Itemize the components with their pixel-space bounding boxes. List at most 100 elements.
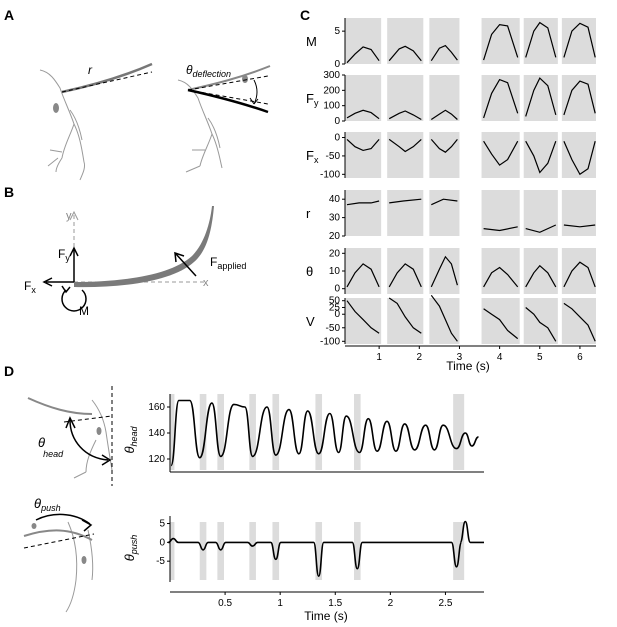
contact-shade bbox=[217, 522, 224, 580]
x-tick-label: 4 bbox=[497, 352, 503, 363]
panel-c-row-0: 05M bbox=[306, 18, 596, 70]
panel-c-chart: 05M0100200300Fy-100-500Fx203040r01020θ-1… bbox=[306, 18, 596, 373]
y-tick-label: 20 bbox=[329, 248, 341, 259]
contact-shade bbox=[453, 394, 465, 470]
panel-letter-b: B bbox=[4, 184, 14, 200]
y-tick-label: -50 bbox=[326, 323, 341, 334]
moment-arrow-head-icon bbox=[61, 285, 71, 294]
contact-shade bbox=[429, 132, 460, 178]
trace-segment bbox=[346, 263, 380, 288]
y-tick-label: 50 bbox=[329, 296, 341, 307]
trace-segment bbox=[430, 255, 458, 288]
whisker bbox=[23, 529, 93, 541]
row-label: r bbox=[306, 206, 311, 221]
x-tick-label: 3 bbox=[457, 352, 463, 363]
contact-shade bbox=[523, 132, 558, 178]
trace-segment bbox=[483, 226, 518, 232]
arrow-head-icon bbox=[249, 97, 259, 105]
push-chord bbox=[23, 533, 95, 549]
contact-shade bbox=[429, 75, 460, 121]
label-m: M bbox=[79, 304, 89, 318]
x-tick-label: 2 bbox=[388, 598, 394, 609]
y-arrow-icon bbox=[69, 210, 79, 221]
label-theta-push: θpush bbox=[34, 496, 61, 513]
row-label: θ bbox=[306, 264, 313, 279]
x-tick-label: 6 bbox=[577, 352, 583, 363]
panel-b-diagram: y x Fy Fx M Fapplied bbox=[24, 206, 246, 318]
trace-segment bbox=[430, 109, 458, 120]
contact-shade bbox=[170, 522, 175, 580]
contact-shade bbox=[353, 394, 361, 470]
trace-segment bbox=[525, 140, 557, 174]
contact-shade bbox=[523, 298, 558, 344]
y-tick-label: 30 bbox=[329, 213, 341, 224]
trace-segment bbox=[525, 307, 557, 342]
contact-shade bbox=[481, 18, 520, 64]
trace-segment bbox=[388, 110, 422, 121]
trace-segment bbox=[563, 140, 596, 176]
contact-shade bbox=[353, 522, 361, 580]
whisker bbox=[61, 62, 153, 94]
y-tick-label: -100 bbox=[320, 169, 340, 180]
trace-segment bbox=[430, 139, 458, 153]
panel-a-right-sketch: θdeflection bbox=[177, 63, 271, 173]
y-tick-label: 40 bbox=[329, 194, 341, 205]
trace-segment bbox=[388, 45, 422, 62]
contact-shade bbox=[481, 75, 520, 121]
contact-shade bbox=[345, 190, 382, 236]
trace-segment bbox=[388, 297, 422, 334]
trace-segment bbox=[525, 264, 557, 288]
trace-segment bbox=[483, 308, 519, 340]
x-axis-label: Time (s) bbox=[446, 359, 490, 373]
chord-line bbox=[61, 71, 153, 93]
contact-shade bbox=[387, 248, 424, 294]
contact-shade bbox=[315, 522, 323, 580]
contact-shade bbox=[523, 75, 558, 121]
contact-shade bbox=[387, 298, 424, 344]
contact-shade bbox=[561, 18, 596, 64]
eye-icon bbox=[31, 523, 37, 529]
trace-segment bbox=[389, 198, 422, 204]
y-tick-label: 0 bbox=[334, 284, 340, 295]
contact-shade bbox=[523, 190, 558, 236]
x-tick-label: 2.5 bbox=[438, 598, 452, 609]
contact-shade bbox=[272, 394, 280, 470]
trace-segment bbox=[346, 300, 380, 334]
x-tick-label: 2 bbox=[417, 352, 423, 363]
contact-shade bbox=[217, 394, 224, 470]
row-label: Fx bbox=[306, 148, 319, 165]
axis-label-y: y bbox=[66, 210, 72, 222]
theta-push-arc bbox=[35, 513, 91, 525]
x-tick-label: 5 bbox=[537, 352, 543, 363]
y-tick-label: 0 bbox=[334, 59, 340, 70]
trace-segment bbox=[483, 266, 519, 288]
x-tick-label: 1 bbox=[277, 598, 283, 609]
y-tick-label: 140 bbox=[148, 428, 165, 439]
contact-shade bbox=[345, 248, 382, 294]
contact-shade bbox=[387, 190, 424, 236]
eye-icon bbox=[242, 75, 248, 83]
contact-shade bbox=[315, 394, 323, 470]
contact-shade bbox=[523, 248, 558, 294]
y-tick-label: -100 bbox=[320, 336, 340, 347]
trace-segment bbox=[431, 198, 458, 206]
y-tick-label: 25 bbox=[329, 302, 341, 313]
deflection-arc bbox=[253, 79, 258, 105]
panel-d-push-sketch: θpush bbox=[23, 496, 95, 613]
contact-shade bbox=[523, 18, 558, 64]
contact-shade bbox=[170, 394, 175, 470]
y-tick-label: 160 bbox=[148, 402, 165, 413]
whisker bbox=[27, 397, 93, 415]
trace-segment bbox=[563, 261, 596, 288]
y-tick-label: 100 bbox=[323, 101, 340, 112]
y-tick-label: -50 bbox=[326, 151, 341, 162]
contact-shade bbox=[199, 522, 207, 580]
contact-shade bbox=[481, 248, 520, 294]
y-axis-label-head: θhead bbox=[122, 425, 139, 453]
axis-label-x: x bbox=[203, 277, 209, 289]
x-tick-label: 1.5 bbox=[328, 598, 342, 609]
